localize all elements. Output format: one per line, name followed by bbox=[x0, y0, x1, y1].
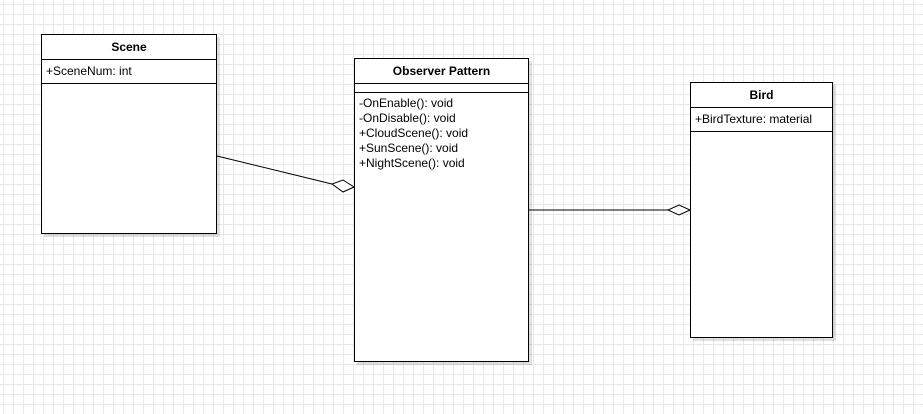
class-observer-pattern-methods: -OnEnable(): void -OnDisable(): void +Cl… bbox=[355, 93, 528, 171]
class-scene-methods bbox=[42, 84, 216, 87]
observer-bird-aggregation-diamond[interactable] bbox=[666, 204, 692, 216]
scene-observer-association-line[interactable] bbox=[216, 155, 333, 185]
scene-observer-aggregation-diamond[interactable] bbox=[330, 179, 356, 193]
class-observer-pattern[interactable]: Observer Pattern -OnEnable(): void -OnDi… bbox=[354, 58, 529, 362]
class-bird-name: Bird bbox=[691, 83, 832, 108]
method: -OnDisable(): void bbox=[359, 111, 456, 125]
attribute: +SceneNum: int bbox=[46, 64, 132, 78]
class-scene[interactable]: Scene +SceneNum: int bbox=[41, 34, 217, 234]
method: +CloudScene(): void bbox=[359, 126, 469, 140]
class-bird[interactable]: Bird +BirdTexture: material bbox=[690, 82, 833, 338]
class-observer-pattern-name: Observer Pattern bbox=[355, 59, 528, 84]
method: +NightScene(): void bbox=[359, 156, 465, 170]
method: -OnEnable(): void bbox=[359, 96, 454, 110]
class-scene-attributes: +SceneNum: int bbox=[42, 60, 216, 84]
class-bird-attributes: +BirdTexture: material bbox=[691, 108, 832, 132]
method: +SunScene(): void bbox=[359, 141, 459, 155]
class-observer-pattern-attributes bbox=[355, 84, 528, 93]
class-scene-name: Scene bbox=[42, 35, 216, 60]
attribute: +BirdTexture: material bbox=[695, 112, 813, 126]
class-bird-methods bbox=[691, 132, 832, 135]
